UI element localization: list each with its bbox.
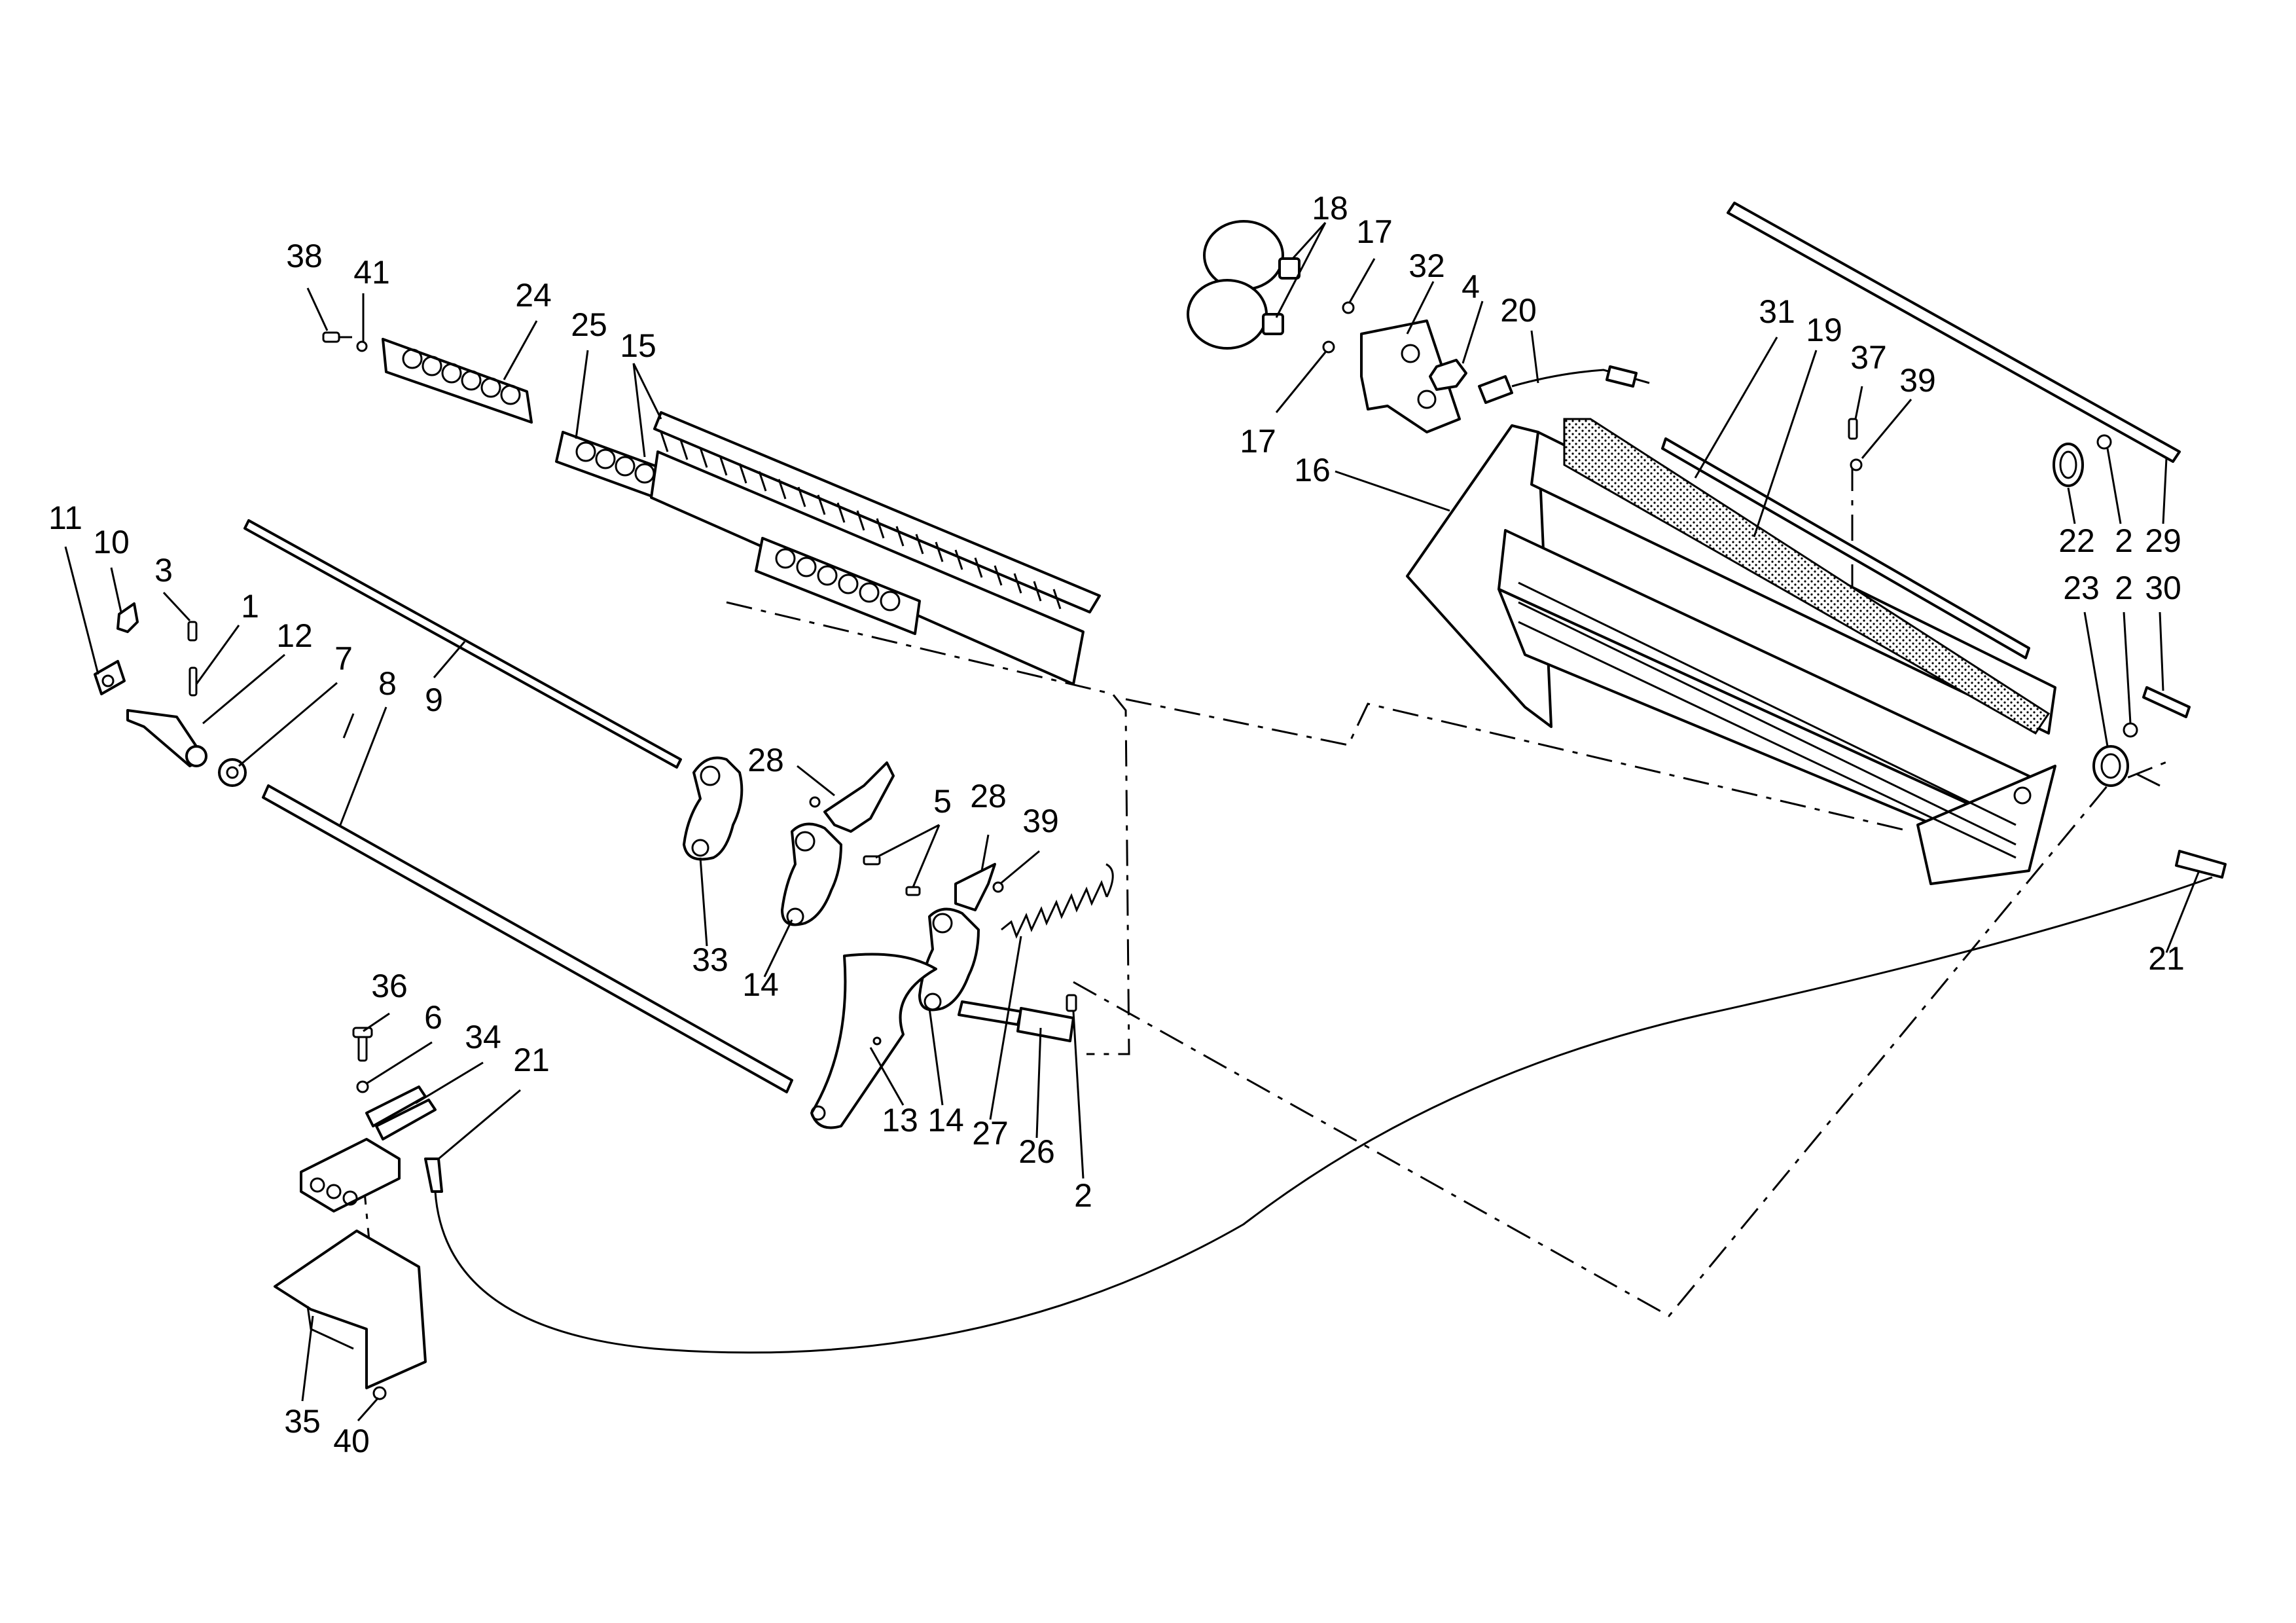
part-10-bracket [117,602,139,633]
callout-17-lower: 17 [1240,423,1276,460]
part-4-nut [1429,359,1467,391]
part-2-fitting-upper-right [2096,434,2112,450]
part-24-perforated-strip [382,338,533,424]
part-18-accumulators [1187,220,1300,350]
callout-22: 22 [2058,522,2095,559]
part-39-nut-right [1850,458,1863,471]
callout-17-upper: 17 [1356,213,1393,250]
part-21-hose [424,850,2227,1354]
part-22-clamp [2053,443,2084,487]
part-32-mounting-plate [1360,319,1461,433]
callout-23: 23 [2063,570,2100,606]
callout-24: 24 [515,277,552,314]
callout-37: 37 [1850,339,1887,376]
callout-4: 4 [1462,268,1480,305]
part-28-plate-lower [954,863,1004,911]
part-28-plate-upper [809,761,895,833]
callout-21-right: 21 [2148,940,2185,977]
callout-26: 26 [1018,1133,1055,1170]
callout-32: 32 [1408,247,1445,284]
part-41-washer [356,340,368,352]
callout-25: 25 [571,306,607,343]
part-2-fitting-lower-right [2123,722,2138,738]
part-38-bolt [322,331,352,343]
callout-36: 36 [371,968,408,1004]
callout-28-lower: 28 [970,778,1007,814]
part-1-pin [188,666,198,697]
part-6-washer [356,1080,369,1093]
callout-7: 7 [334,640,353,677]
part-27-spring [1001,863,1114,939]
part-36-bolt [352,1027,373,1062]
callout-labels: 38 41 24 25 15 11 10 3 1 12 7 8 9 28 5 2… [48,190,2185,1459]
callout-13: 13 [882,1102,918,1139]
part-14-lever-lower [918,907,980,1012]
leader-lines [64,221,2200,1421]
callout-35: 35 [284,1403,321,1440]
callout-15: 15 [620,327,656,364]
part-8-rod [262,784,793,1093]
part-15-toothed-bar-upper [650,411,1101,685]
callout-19: 19 [1806,312,1842,348]
callout-16: 16 [1294,452,1331,488]
callout-6: 6 [424,999,442,1036]
callout-12: 12 [276,617,313,654]
part-33-lever [683,756,744,861]
callout-1: 1 [241,588,259,625]
part-31-screen [1563,418,2051,735]
callout-2-left: 2 [1074,1177,1092,1214]
callout-9: 9 [425,682,443,718]
part-37-bolt [1848,418,1858,440]
callout-34: 34 [465,1019,501,1055]
part-12-mount [126,709,207,767]
callout-41: 41 [353,254,390,291]
callout-14-upper: 14 [742,966,779,1003]
callout-2-upper-right: 2 [2115,522,2133,559]
part-rollers [1518,581,2017,859]
part-5-bolts [863,855,921,896]
callout-31: 31 [1759,293,1795,330]
part-13-guide-plate [810,953,937,1129]
part-19-tube [1661,437,2030,659]
callout-27: 27 [972,1115,1009,1152]
callout-39-left: 39 [1022,803,1059,839]
callout-20: 20 [1500,292,1537,329]
part-11-clip [94,660,126,695]
callout-21-left: 21 [513,1042,550,1078]
part-valve-block [300,1138,401,1213]
part-26-cylinder [958,1000,1075,1042]
part-20-hose [1478,365,1650,404]
callout-28-upper: 28 [747,742,784,778]
part-14-lever-upper [781,822,842,926]
part-34-connectors [365,1085,437,1140]
callout-18: 18 [1312,190,1348,227]
callout-10: 10 [93,524,130,560]
callout-5: 5 [933,783,952,820]
part-30-rod [2142,686,2191,718]
callout-38: 38 [286,238,323,274]
callout-11: 11 [48,500,82,536]
part-17-seals [1322,301,1355,354]
part-2-fitting-left [1066,994,1077,1012]
part-35-bracket [274,1230,427,1389]
part-3-pin [187,621,198,642]
callout-14-lower: 14 [927,1102,964,1139]
callout-29: 29 [2145,522,2181,559]
callout-8: 8 [378,665,397,702]
part-40-nut [372,1386,387,1400]
assembly-centerlines [339,339,2174,1317]
part-15-perforated-strip-lower [755,537,921,635]
part-29-rod [1727,202,2181,463]
callout-30: 30 [2145,570,2181,606]
callout-2-lower-right: 2 [2115,570,2133,606]
callout-33: 33 [692,941,728,978]
part-23-clamp [2092,745,2129,787]
callout-40: 40 [333,1423,370,1459]
callout-3: 3 [154,552,173,589]
callout-39-right: 39 [1899,362,1936,399]
